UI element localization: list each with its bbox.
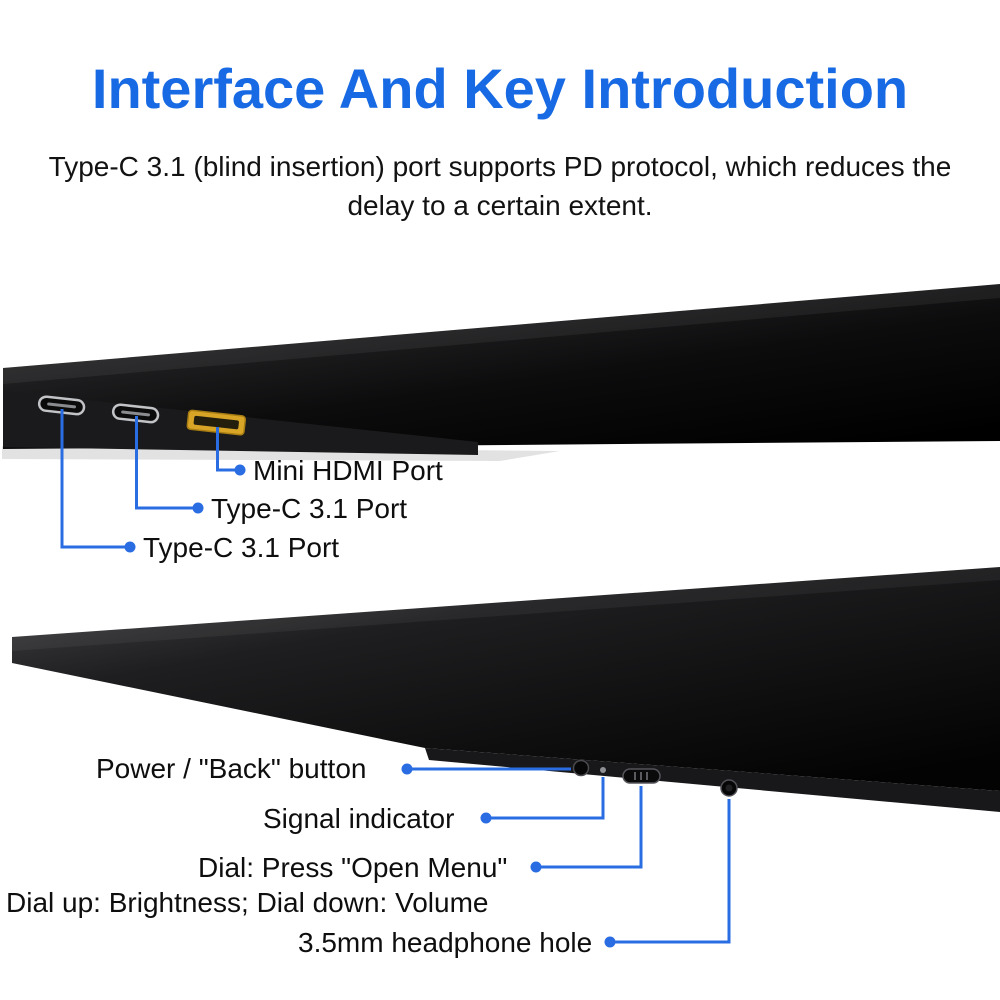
monitor-top-surface <box>3 284 1000 449</box>
line-mini-hdmi <box>216 427 235 472</box>
type-c-port-1-icon <box>37 395 86 416</box>
monitor-sheen <box>12 567 1000 651</box>
headphone-jack-icon <box>720 779 738 797</box>
dot-signal <box>480 812 492 824</box>
monitor-bottom-view <box>12 567 1000 812</box>
monitor-front-edge <box>425 748 1000 812</box>
subtitle-line-2: delay to a certain extent. <box>347 190 653 222</box>
bottom-callout-dots <box>401 763 616 948</box>
line-type-c-1 <box>60 409 125 549</box>
line-signal <box>490 777 605 820</box>
line-dial <box>540 786 643 869</box>
dot-dial <box>530 861 542 873</box>
top-callout-lines <box>60 409 235 549</box>
page-subtitle: Type-C 3.1 (blind insertion) port suppor… <box>0 147 1000 225</box>
dot-mini-hdmi <box>234 464 246 476</box>
bottom-callout-lines <box>411 767 731 944</box>
callout-type-c-port-1: Type-C 3.1 Port <box>143 532 340 563</box>
callout-headphone-hole: 3.5mm headphone hole <box>298 927 593 958</box>
page-title: Interface And Key Introduction <box>91 57 909 120</box>
callout-power-button: Power / "Back" button <box>96 753 367 784</box>
dot-power <box>401 763 413 775</box>
signal-indicator-icon <box>600 767 606 773</box>
callout-mini-hdmi-port: Mini HDMI Port <box>253 455 443 486</box>
monitor-top-surface <box>12 567 1000 791</box>
dot-headphone <box>604 936 616 948</box>
type-c-port-2-icon <box>111 403 160 424</box>
monitor-top-view <box>2 284 1000 461</box>
dot-type-c-1 <box>124 541 136 553</box>
line-type-c-2 <box>135 416 193 510</box>
top-callout-dots <box>124 464 246 553</box>
callout-type-c-port-2: Type-C 3.1 Port <box>211 493 408 524</box>
mini-hdmi-port-icon <box>186 409 247 436</box>
callout-signal-indicator: Signal indicator <box>263 803 455 834</box>
callout-dial: Dial: Press "Open Menu" <box>198 852 508 883</box>
subtitle-line-1: Type-C 3.1 (blind insertion) port suppor… <box>48 151 952 182</box>
callout-dial-hint: Dial up: Brightness; Dial down: Volume <box>6 887 489 918</box>
dot-type-c-2 <box>192 502 204 514</box>
power-button-icon <box>572 759 590 777</box>
dial-icon <box>622 768 661 784</box>
monitor-sheen <box>3 284 1000 384</box>
line-headphone <box>614 799 731 944</box>
